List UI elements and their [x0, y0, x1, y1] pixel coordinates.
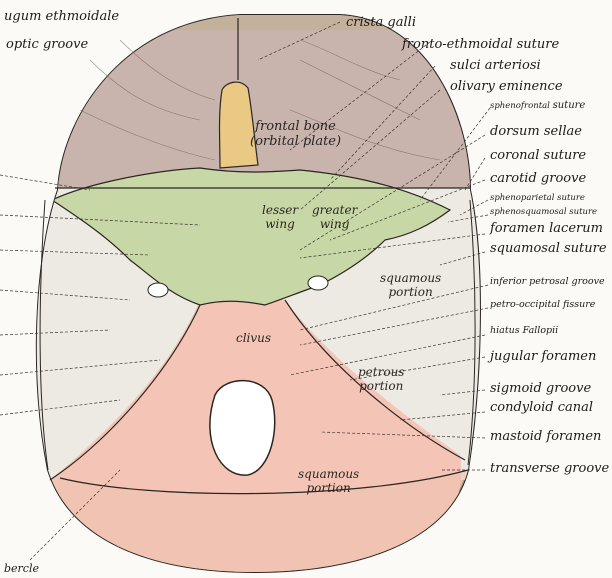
label-hiatus-fallopii: hiatus Fallopii	[490, 326, 558, 336]
label-fronto-ethmoidal-suture: fronto-ethmoidal suture	[402, 38, 559, 51]
region-squamous-occipital: squamous portion	[298, 468, 359, 496]
region-petrous-line1: petrous	[358, 366, 404, 380]
region-petrous-portion: petrous portion	[358, 366, 404, 394]
region-squamous-temporal-line2: portion	[380, 286, 441, 300]
region-frontal-bone-line1: frontal bone	[250, 120, 341, 135]
region-squamous-occipital-line2: portion	[298, 482, 359, 496]
region-greater-wing-line1: greater	[312, 204, 357, 218]
label-squamosal-suture: squamosal suture	[490, 242, 607, 255]
region-squamous-temporal-line1: squamous	[380, 272, 441, 286]
label-sphenofrontal-suture: sphenofrontal suture	[490, 101, 585, 111]
region-clivus: clivus	[236, 332, 271, 346]
label-tubercle: bercle	[4, 563, 39, 574]
label-sphenofrontal-b: suture	[553, 100, 586, 111]
region-greater-wing-line2: wing	[312, 218, 357, 232]
label-petro-occipital-fissure: petro-occipital fissure	[490, 300, 595, 310]
foramen-magnum	[210, 381, 275, 476]
label-sigmoid-groove: sigmoid groove	[490, 382, 591, 395]
region-lesser-wing: lesser wing	[262, 204, 298, 232]
label-sulci-arteriosi: sulci arteriosi	[450, 59, 541, 72]
label-crista-galli: crista galli	[346, 16, 416, 29]
region-frontal-bone-line2: (orbital plate)	[250, 135, 341, 150]
label-jugular-foramen: jugular foramen	[490, 350, 596, 363]
label-coronal-suture: coronal suture	[490, 149, 586, 162]
label-condyloid-canal: condyloid canal	[490, 401, 593, 414]
label-foramen-lacerum: foramen lacerum	[490, 222, 603, 235]
label-sphenosquamosal-suture: sphenosquamosal suture	[490, 208, 597, 217]
label-transverse-groove: transverse groove	[490, 462, 609, 475]
label-jugum-ethmoidale: ugum ethmoidale	[4, 10, 119, 23]
label-inferior-petrosal-groove: inferior petrosal groove	[490, 277, 605, 287]
label-sphenofrontal-a: sphenofrontal	[490, 101, 553, 111]
region-squamous-temporal: squamous portion	[380, 272, 441, 300]
region-petrous-line2: portion	[358, 380, 404, 394]
label-dorsum-sellae: dorsum sellae	[490, 125, 582, 138]
label-optic-groove: optic groove	[6, 38, 88, 51]
region-frontal-bone: frontal bone (orbital plate)	[250, 120, 341, 150]
region-squamous-occipital-line1: squamous	[298, 468, 359, 482]
label-mastoid-foramen: mastoid foramen	[490, 430, 601, 443]
region-greater-wing: greater wing	[312, 204, 357, 232]
label-carotid-groove: carotid groove	[490, 172, 586, 185]
label-olivary-eminence: olivary eminence	[450, 80, 563, 93]
region-lesser-wing-line1: lesser	[262, 204, 298, 218]
label-sphenoparietal-suture: sphenoparietal suture	[490, 194, 585, 203]
region-lesser-wing-line2: wing	[262, 218, 298, 232]
